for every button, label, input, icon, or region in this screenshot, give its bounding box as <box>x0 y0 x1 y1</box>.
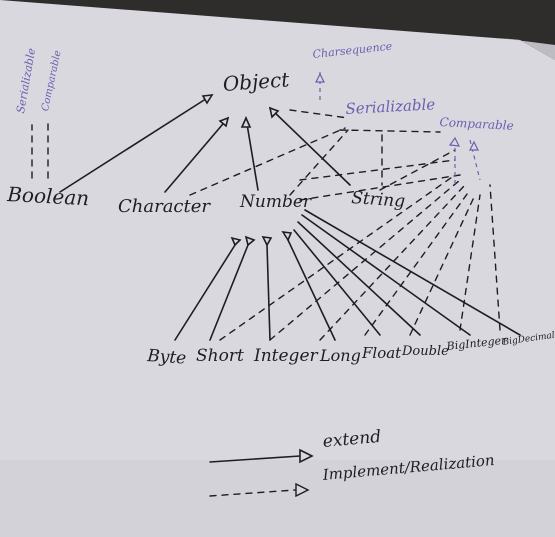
character-extends-object-line <box>164 117 229 193</box>
legend-solid-line <box>209 455 301 463</box>
string-extends-object-line <box>269 107 351 186</box>
object-label: Object <box>222 67 290 96</box>
legend-solid-arrow-icon <box>299 448 314 464</box>
legend-dashed-arrow-icon <box>295 482 310 498</box>
boolean-label: Boolean <box>6 182 90 211</box>
number-label: Number <box>240 192 312 212</box>
long-label: Long <box>320 346 361 365</box>
integer-label: Integer <box>254 346 318 366</box>
character-label: Character <box>118 196 211 217</box>
arrow-head-icon <box>201 94 214 105</box>
legend-dashed-line <box>209 489 296 497</box>
number-extends-object-line <box>245 117 259 191</box>
float-label: Float <box>362 344 402 362</box>
arrow-head-icon <box>240 116 252 128</box>
boolean-extends-object-line <box>59 94 213 193</box>
short-label: Short <box>196 346 244 366</box>
string-label: String <box>350 188 406 212</box>
arrow-head-icon <box>218 116 230 128</box>
byte-label: Byte <box>146 346 187 369</box>
arrow-head-icon <box>268 106 280 119</box>
double-label: Double <box>402 344 449 359</box>
